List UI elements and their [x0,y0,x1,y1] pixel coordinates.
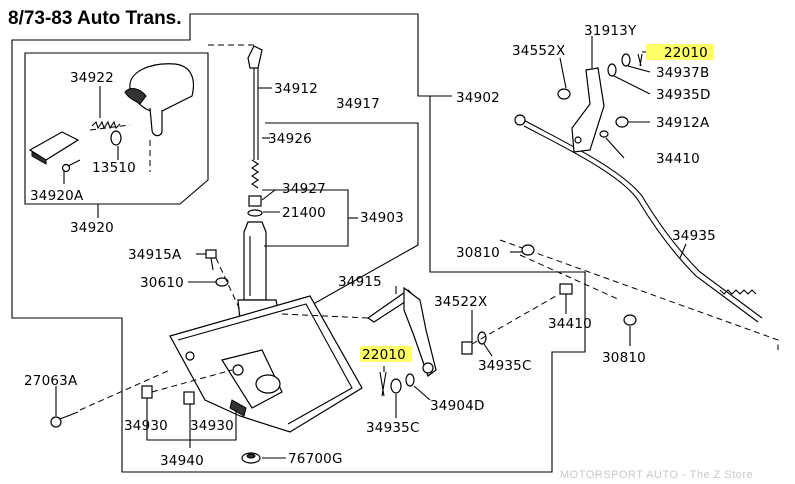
rod-dash-frame [499,239,779,350]
rod-dash-inner [519,254,621,301]
screw-dash [79,369,171,411]
label-34552X: 34552X [512,43,565,59]
bolt-34930-left [141,385,153,399]
lever-dash [281,313,369,319]
label-34920A: 34920A [30,188,84,204]
label-34902: 34902 [456,90,500,106]
label-76700G: 76700G [288,451,343,467]
label-34940: 34940 [160,453,204,469]
shift-knob [124,63,195,137]
label-34904D: 34904D [430,398,485,414]
label-30810-lower: 30810 [602,350,646,366]
label-34915: 34915 [338,274,382,290]
label-22010-lower: 22010 [362,347,406,363]
label-34930-left: 34930 [124,418,168,434]
highlight-22010-lower [360,346,412,362]
knob-screw [61,159,81,173]
nut-34912A [615,116,629,128]
control-rod [514,114,763,323]
label-21400: 21400 [282,205,326,221]
label-34935: 34935 [672,228,716,244]
label-34922: 34922 [70,70,114,86]
bolt-34930-right [183,391,195,405]
screw-27063A [50,411,79,428]
bolt-34410-lower [559,283,573,306]
knob-dash-1 [89,124,131,131]
washer-34935D [607,63,617,77]
label-13510: 13510 [92,160,136,176]
label-34937B: 34937B [656,65,709,81]
label-34935D: 34935D [656,87,711,103]
leader-lines [55,36,687,459]
label-34915A: 34915A [128,247,182,263]
knob-spring [91,120,121,130]
bracket-34917 [265,122,419,321]
label-34930-right: 34930 [190,418,234,434]
lever-arm-34915 [366,286,437,377]
base-plate [169,295,363,433]
clip-76700G [241,452,261,464]
label-34917: 34917 [336,96,380,112]
label-31913Y: 31913Y [584,23,637,39]
bolt-34410-upper [599,130,609,138]
label-34920: 34920 [70,220,114,236]
washer-34904D [405,373,415,387]
shift-rod [247,45,263,217]
knob-button [28,131,80,165]
label-27063A: 27063A [24,373,78,389]
cotter-pin-upper [637,53,643,67]
knob-inset-border [24,52,209,205]
cotter-pin-lower [379,371,387,397]
bolt-34915A [205,249,217,271]
watermark: MOTORSPORT AUTO - The Z Store [560,469,753,481]
washer-34935C-lower [390,378,402,394]
label-34410-upper: 34410 [656,151,700,167]
label-34903: 34903 [360,210,404,226]
washer-34937B [621,53,631,67]
rod-link-dash [471,295,557,345]
base-bolt-dash [151,369,233,393]
label-30810-upper: 30810 [456,245,500,261]
bushing-34522X [461,341,473,355]
label-34522X: 34522X [434,294,487,310]
label-34927: 34927 [282,181,326,197]
nut-34552X [557,88,571,100]
label-34912: 34912 [274,81,318,97]
label-22010-upper: 22010 [664,45,708,61]
label-30610: 30610 [140,275,184,291]
label-34935C-lower: 34935C [366,420,420,436]
page-title: 8/73-83 Auto Trans. [8,8,182,29]
washer-13510 [110,130,122,146]
nut-30810-lower [623,314,637,326]
nut-30810-upper [521,244,535,256]
bracket-31913Y [571,67,605,153]
highlight-22010-upper [646,44,714,60]
label-34912A: 34912A [656,115,710,131]
label-34926: 34926 [268,131,312,147]
label-34410-lower: 34410 [548,316,592,332]
label-34935C-upper: 34935C [478,358,532,374]
